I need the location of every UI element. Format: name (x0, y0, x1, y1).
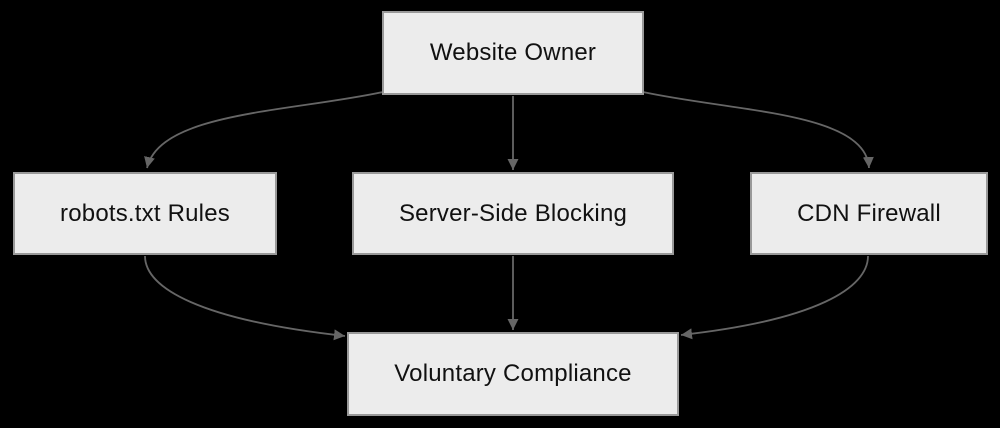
edge-owner-to-robots (144, 91, 384, 169)
edge-owner-to-cdn (642, 91, 874, 169)
node-server-side-blocking: Server-Side Blocking (352, 172, 674, 255)
node-website-owner: Website Owner (382, 11, 644, 95)
node-robots-txt-rules-label: robots.txt Rules (60, 199, 230, 227)
node-server-side-blocking-label: Server-Side Blocking (398, 199, 628, 227)
node-website-owner-label: Website Owner (429, 39, 597, 66)
edge-cdn-to-voluntary (680, 255, 869, 340)
node-voluntary-compliance: Voluntary Compliance (347, 332, 679, 416)
node-cdn-firewall-label: CDN Firewall (797, 199, 941, 227)
edge-robots-to-voluntary (144, 255, 346, 341)
node-voluntary-compliance-label: Voluntary Compliance (394, 360, 632, 387)
node-cdn-firewall: CDN Firewall (750, 172, 988, 255)
node-robots-txt-rules: robots.txt Rules (13, 172, 277, 255)
